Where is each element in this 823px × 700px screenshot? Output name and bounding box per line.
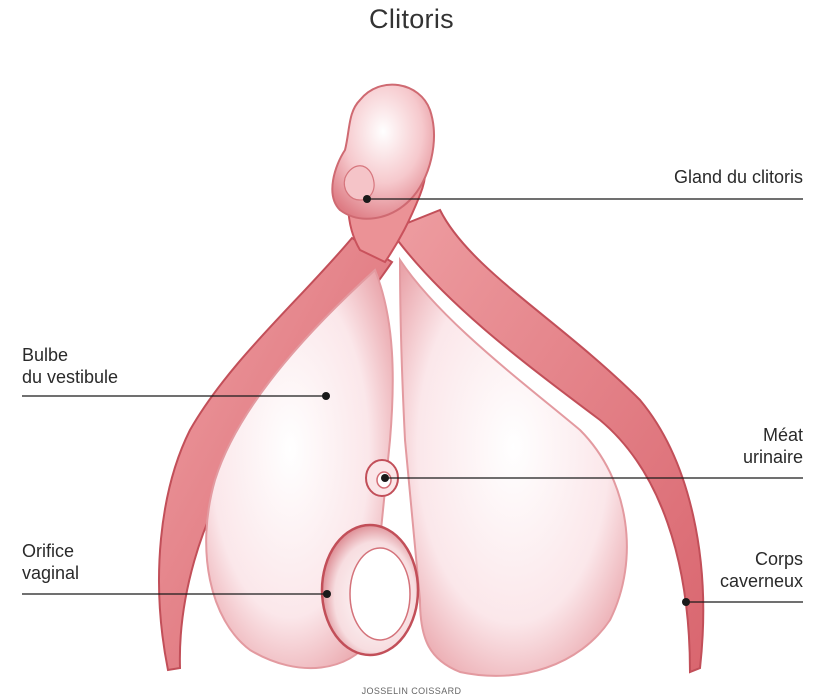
pointer-dot-corps — [682, 598, 690, 606]
pointer-dot-gland — [363, 195, 371, 203]
pointer-dot-bulbe — [322, 392, 330, 400]
label-line: vaginal — [22, 562, 222, 584]
label-corps-caverneux: Corps caverneux — [603, 548, 803, 592]
diagram-title: Clitoris — [0, 4, 823, 35]
label-meat-urinaire: Méat urinaire — [603, 424, 803, 468]
label-line: Gland du clitoris — [603, 166, 803, 188]
label-line: Méat — [603, 424, 803, 446]
label-line: urinaire — [603, 446, 803, 468]
label-line: caverneux — [603, 570, 803, 592]
label-line: du vestibule — [22, 366, 222, 388]
pointer-dot-meat — [381, 474, 389, 482]
illustrator-credit: JOSSELIN COISSARD — [0, 686, 823, 696]
label-gland-du-clitoris: Gland du clitoris — [603, 166, 803, 188]
label-line: Corps — [603, 548, 803, 570]
pointer-dot-orifice — [323, 590, 331, 598]
label-line: Orifice — [22, 540, 222, 562]
label-bulbe-du-vestibule: Bulbe du vestibule — [22, 344, 222, 388]
label-line: Bulbe — [22, 344, 222, 366]
label-orifice-vaginal: Orifice vaginal — [22, 540, 222, 584]
